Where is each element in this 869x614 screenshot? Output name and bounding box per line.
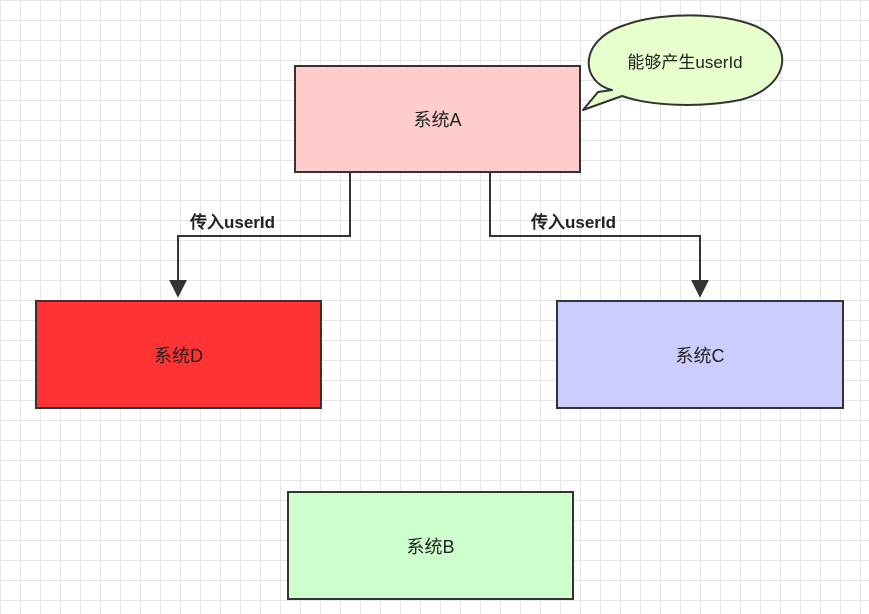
node-system-a[interactable]: 系统A	[294, 65, 581, 173]
node-system-d-label: 系统D	[154, 345, 203, 366]
node-system-c-label: 系统C	[675, 345, 725, 366]
edge-a-to-d	[169, 173, 351, 298]
node-system-b-label: 系统B	[406, 536, 455, 557]
callout-label: 能够产生userId	[627, 52, 743, 72]
node-system-a-label: 系统A	[413, 110, 462, 130]
edge-a-to-d-label: 传入userId	[190, 213, 276, 232]
edge-a-to-c-label: 传入userId	[531, 213, 617, 232]
node-system-c[interactable]: 系统C	[556, 300, 844, 409]
node-system-d[interactable]: 系统D	[35, 300, 322, 409]
node-system-b[interactable]: 系统B	[287, 491, 574, 600]
edge-a-to-c	[489, 173, 709, 298]
